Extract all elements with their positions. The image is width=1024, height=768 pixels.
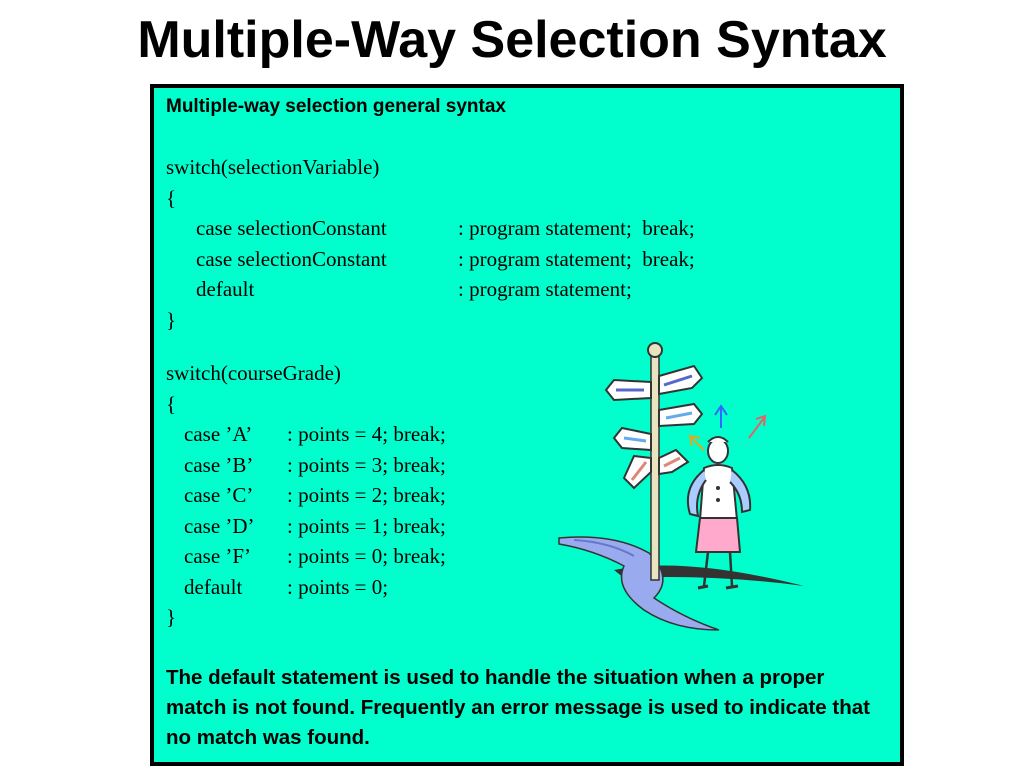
path-swirl bbox=[558, 536, 720, 631]
case-label: default bbox=[196, 277, 255, 301]
person-at-signpost-icon bbox=[558, 342, 804, 631]
person-right-arm bbox=[729, 469, 752, 514]
switch-line: switch(selectionVariable) bbox=[166, 155, 380, 179]
case-label: case selectionConstant bbox=[196, 216, 387, 240]
case-statement: : points = 1; break; bbox=[287, 513, 446, 538]
case-row: case ’F’ : points = 0; break; bbox=[166, 541, 446, 572]
case-statement: : points = 0; bbox=[287, 574, 389, 599]
code-line: { bbox=[166, 389, 446, 420]
path-stroke bbox=[573, 539, 635, 557]
case-row: case ’C’ : points = 2; break; bbox=[166, 480, 446, 511]
case-label: case selectionConstant bbox=[196, 246, 387, 271]
case-label: case ’B’ bbox=[184, 452, 254, 477]
case-statement: : program statement; break; bbox=[458, 216, 695, 240]
case-statement: : points = 4; break; bbox=[287, 422, 446, 446]
case-row: case ’D’ : points = 1; break; bbox=[166, 511, 446, 542]
box-heading: Multiple-way selection general syntax bbox=[166, 96, 506, 117]
case-statement: : points = 0; break; bbox=[287, 544, 446, 568]
case-statement: : points = 2; break; bbox=[287, 483, 446, 507]
person-feet bbox=[697, 584, 739, 590]
default-row: default : points = 0; bbox=[166, 572, 446, 603]
general-syntax-code: switch(selectionVariable) { case selecti… bbox=[166, 152, 695, 335]
person-body bbox=[698, 464, 739, 521]
case-row: case selectionConstant : program stateme… bbox=[166, 213, 695, 244]
open-brace: { bbox=[166, 391, 177, 416]
person-legs bbox=[702, 551, 734, 587]
case-label: case ’F’ bbox=[184, 544, 252, 568]
default-note: The default statement is used to handle … bbox=[166, 666, 870, 749]
slide-title: Multiple-Way Selection Syntax bbox=[137, 11, 887, 69]
code-line: switch(selectionVariable) bbox=[166, 152, 695, 183]
case-label: case ’C’ bbox=[184, 483, 254, 507]
arrow-upright-icon bbox=[748, 414, 767, 439]
switch-line: switch(courseGrade) bbox=[166, 361, 341, 385]
close-brace: } bbox=[166, 605, 177, 629]
open-brace: { bbox=[166, 185, 177, 210]
case-statement: : program statement; break; bbox=[458, 246, 695, 271]
example-code: switch(courseGrade) { case ’A’ : points … bbox=[166, 358, 446, 633]
person-left-arm bbox=[686, 469, 707, 518]
close-brace: } bbox=[166, 307, 177, 332]
arrow-upleft-icon bbox=[688, 434, 705, 451]
case-statement: : points = 3; break; bbox=[287, 452, 446, 477]
default-row: default : program statement; bbox=[166, 274, 695, 305]
signpost-top bbox=[647, 342, 663, 358]
person-skirt bbox=[694, 517, 742, 553]
case-row: case ’B’ : points = 3; break; bbox=[166, 450, 446, 481]
code-line: { bbox=[166, 183, 695, 214]
code-line: } bbox=[166, 305, 695, 336]
syntax-box: Multiple-way selection general syntax sw… bbox=[150, 84, 904, 766]
case-label: case ’A’ bbox=[184, 422, 253, 446]
case-label: case ’D’ bbox=[184, 513, 255, 538]
signpost-pole bbox=[650, 349, 660, 581]
case-label: default bbox=[184, 574, 243, 599]
code-line: } bbox=[166, 602, 446, 633]
case-row: case selectionConstant : program stateme… bbox=[166, 244, 695, 275]
case-row: case ’A’ : points = 4; break; bbox=[166, 419, 446, 450]
person-head bbox=[707, 438, 729, 464]
case-statement: : program statement; bbox=[458, 277, 632, 301]
arrow-up-icon bbox=[714, 404, 728, 428]
code-line: switch(courseGrade) bbox=[166, 358, 446, 389]
